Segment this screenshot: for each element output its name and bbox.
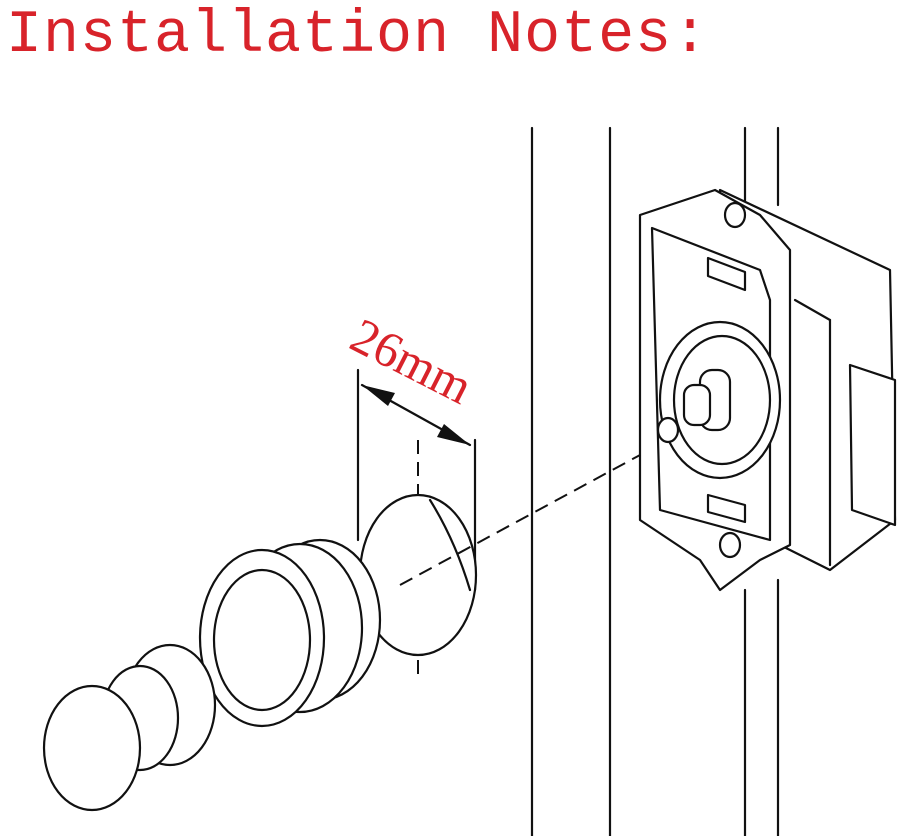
cabinet-panel-lines (530, 126, 780, 836)
diagram-title: Installation Notes: (6, 2, 710, 70)
drill-hole (358, 454, 641, 657)
lock-body (638, 188, 897, 592)
push-button-knob (42, 643, 217, 812)
escutcheon-ring (198, 538, 382, 728)
